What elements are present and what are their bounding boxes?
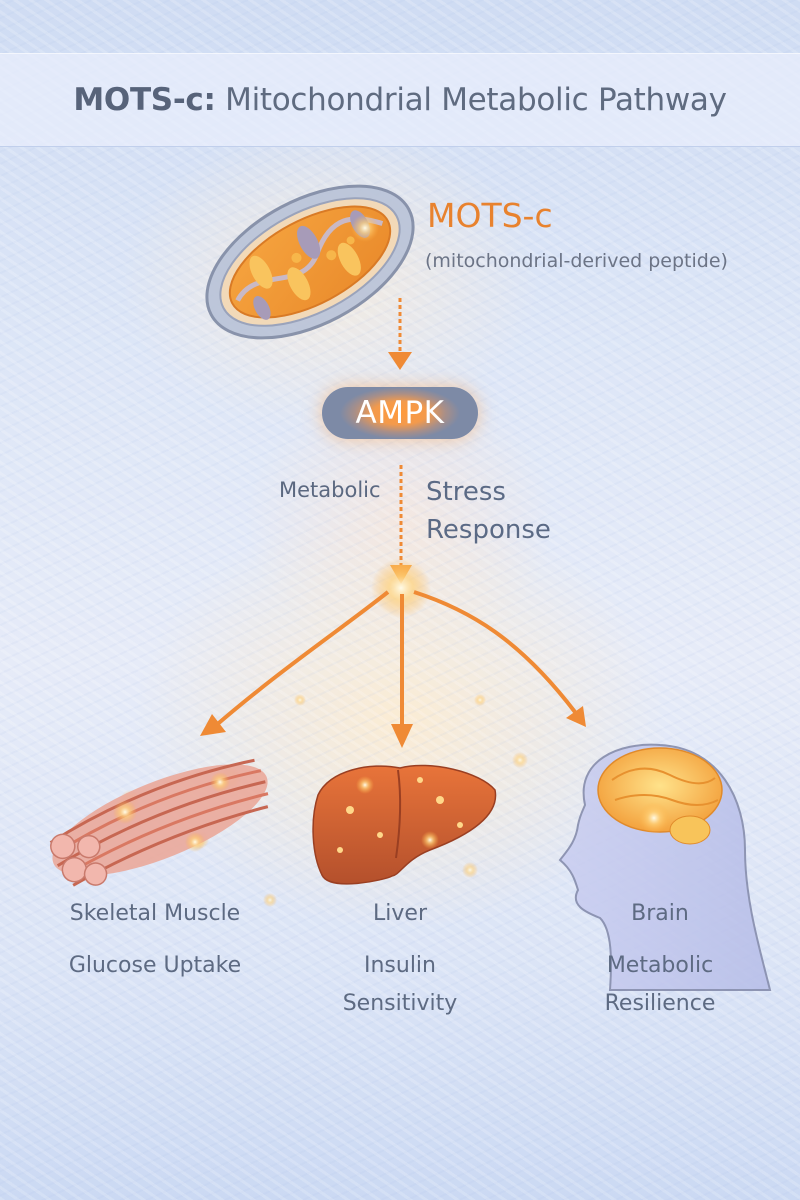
target-effect: Glucose Uptake [68, 953, 242, 978]
target-liver: Liver Insulin Sensitivity [300, 895, 500, 1023]
branch-glow [371, 558, 431, 618]
arrow-to-brain [413, 590, 577, 714]
pathway-label-stress: Stress [426, 477, 506, 507]
target-effect-line1: Metabolic [606, 953, 714, 978]
pathway-label-stress-response: Stress Response [426, 473, 551, 549]
target-effect-line2: Resilience [604, 991, 716, 1016]
title-band: MOTS-c: Mitochondrial Metabolic Pathway [0, 53, 800, 147]
target-effect-line1: Insulin [363, 953, 436, 978]
title-rest: Mitochondrial Metabolic Pathway [215, 82, 727, 118]
target-effect-line2: Sensitivity [342, 991, 458, 1016]
ampk-node: AMPK [322, 387, 478, 439]
mitochondrion-icon [205, 184, 415, 340]
target-name: Skeletal Muscle [69, 901, 241, 926]
arrow-to-muscle [211, 590, 390, 730]
pathway-label-metabolic: Metabolic [279, 478, 381, 502]
arrowhead-to-branch [390, 565, 412, 584]
page-title: MOTS-c: Mitochondrial Metabolic Pathway [73, 82, 727, 118]
mots-c-label: MOTS-c [427, 196, 553, 235]
pathway-label-response: Response [426, 515, 551, 545]
ampk-label: AMPK [355, 395, 445, 431]
mots-c-subtitle: (mitochondrial-derived peptide) [425, 250, 728, 272]
target-name: Brain [631, 901, 689, 926]
target-muscle: Skeletal Muscle Glucose Uptake [40, 895, 270, 985]
title-bold: MOTS-c: [73, 82, 216, 118]
liver-icon [312, 764, 497, 885]
target-name: Liver [373, 901, 427, 926]
arrowhead-to-ampk [388, 352, 412, 370]
sparkle-particles [120, 694, 528, 907]
target-brain: Brain Metabolic Resilience [560, 895, 760, 1023]
muscle-fiber-icon [49, 758, 269, 887]
